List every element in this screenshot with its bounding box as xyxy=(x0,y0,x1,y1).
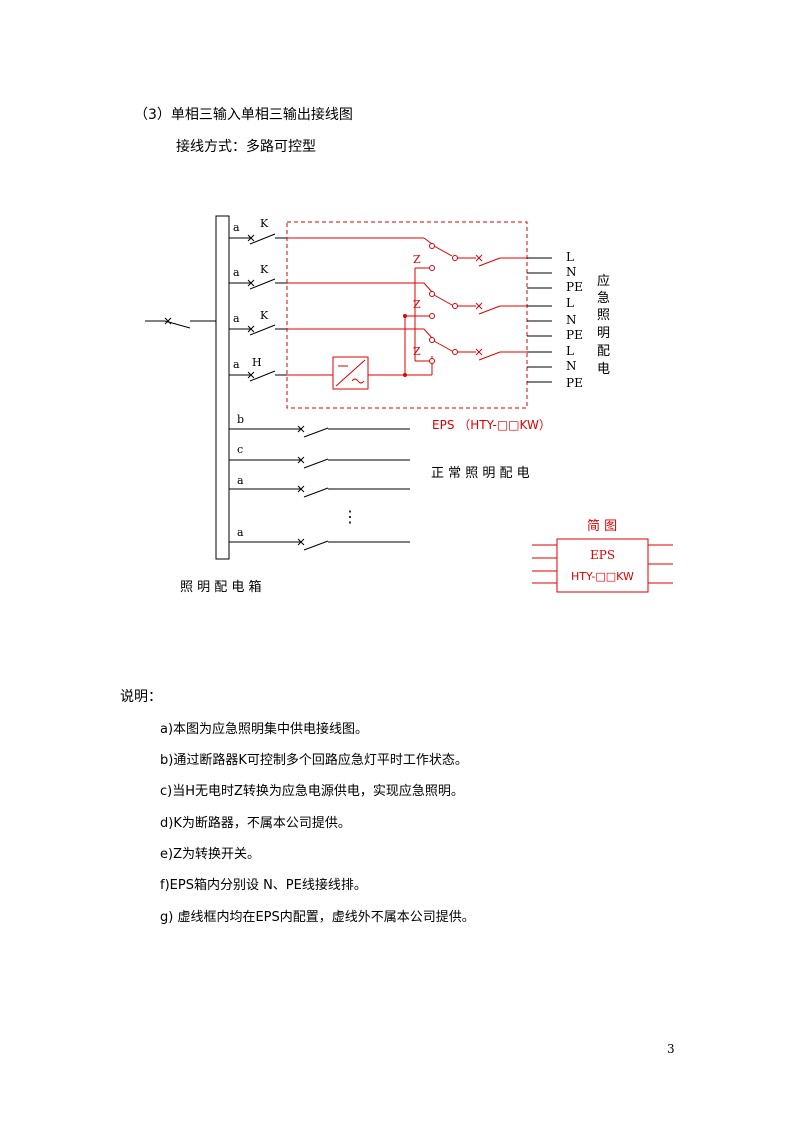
note-item: c)当H无电时Z转换为应急电源供电，实现应急照明。 xyxy=(160,784,464,799)
breaker-h xyxy=(229,370,287,382)
terminal-l-3: L xyxy=(566,344,574,358)
box-label: 照 明 配 电 箱 xyxy=(180,579,262,595)
terminal-n-1: N xyxy=(566,265,577,279)
note-item: b)通过断路器K可控制多个回路应急灯平时工作状态。 xyxy=(160,753,468,768)
terminal-pe-1: PE xyxy=(566,280,583,294)
emergency-label-char: 明 xyxy=(597,326,610,341)
note-item: g) 虚线框内均在EPS内配置，虚线外不属本公司提供。 xyxy=(160,910,475,925)
eps-enclosure xyxy=(286,221,528,409)
breaker-label-k1: K xyxy=(260,217,269,230)
simple-diagram-leads xyxy=(532,544,673,584)
z-label-2: Z xyxy=(413,298,421,311)
emergency-label-char: 配 xyxy=(597,344,610,359)
simple-diagram-box xyxy=(556,538,649,593)
z-label-3: Z xyxy=(413,345,421,358)
breaker-k3 xyxy=(229,324,287,336)
page-number: 3 xyxy=(667,1042,675,1056)
subheading: 接线方式：多路可控型 xyxy=(176,139,316,155)
bus-label-4: a xyxy=(233,358,240,371)
emergency-label-char: 电 xyxy=(597,362,610,377)
breaker-k1 xyxy=(229,233,287,245)
terminal-n-3: N xyxy=(566,359,577,373)
bus-label-2: a xyxy=(233,266,240,279)
terminal-pe-2: PE xyxy=(566,328,583,342)
junction-dot xyxy=(403,373,407,377)
simple-diagram-eps: EPS xyxy=(590,548,615,562)
z-label-1: Z xyxy=(413,253,421,266)
note-item: d)K为断路器，不属本公司提供。 xyxy=(160,816,351,831)
simple-diagram-title: 简 图 xyxy=(587,518,617,534)
breaker-label-h: H xyxy=(252,356,262,369)
emergency-label-char: 急 xyxy=(597,291,610,306)
branch-label-a: a xyxy=(237,474,244,487)
terminal-l-2: L xyxy=(566,296,574,310)
note-item: e)Z为转换开关。 xyxy=(160,847,260,862)
terminal-n-2: N xyxy=(566,313,577,327)
bus-label-1: a xyxy=(233,221,240,234)
incoming-feeder xyxy=(145,317,217,329)
terminal-l-1: L xyxy=(566,250,574,264)
simple-diagram-model: HTY-□□KW xyxy=(571,570,634,583)
eps-label: EPS （HTY-□□KW） xyxy=(432,418,551,432)
breaker-label-k2: K xyxy=(260,263,269,276)
branch-label-b: b xyxy=(237,413,244,426)
wiring-diagram: a a a a K K K H xyxy=(145,215,673,595)
note-item: a)本图为应急照明集中供电接线图。 xyxy=(160,722,369,737)
branch-label-a: a xyxy=(237,526,244,539)
breaker-k2 xyxy=(229,278,287,290)
branch-label-c: c xyxy=(237,443,243,456)
switch-contacts xyxy=(429,243,458,364)
output-lines xyxy=(527,257,552,383)
emergency-label-char: 应 xyxy=(597,273,610,289)
breaker-label-k3: K xyxy=(260,309,269,322)
main-busbar xyxy=(215,215,230,560)
note-item: f)EPS箱内分别设 N、PE线接线排。 xyxy=(160,878,367,893)
branch-ellipsis: ⋮ xyxy=(342,507,358,526)
branch-circuits xyxy=(229,425,410,551)
notes-title: 说明： xyxy=(120,689,162,705)
bus-label-3: a xyxy=(233,312,240,325)
normal-lighting-label: 正 常 照 明 配 电 xyxy=(431,466,530,481)
heading: （3）单相三输入单相三输出接线图 xyxy=(134,107,353,123)
inverter-block xyxy=(332,356,369,390)
eps-internal-wiring xyxy=(287,237,527,376)
junction-dot xyxy=(403,314,407,318)
emergency-label-char: 照 xyxy=(597,308,610,323)
terminal-pe-3: PE xyxy=(566,376,583,390)
